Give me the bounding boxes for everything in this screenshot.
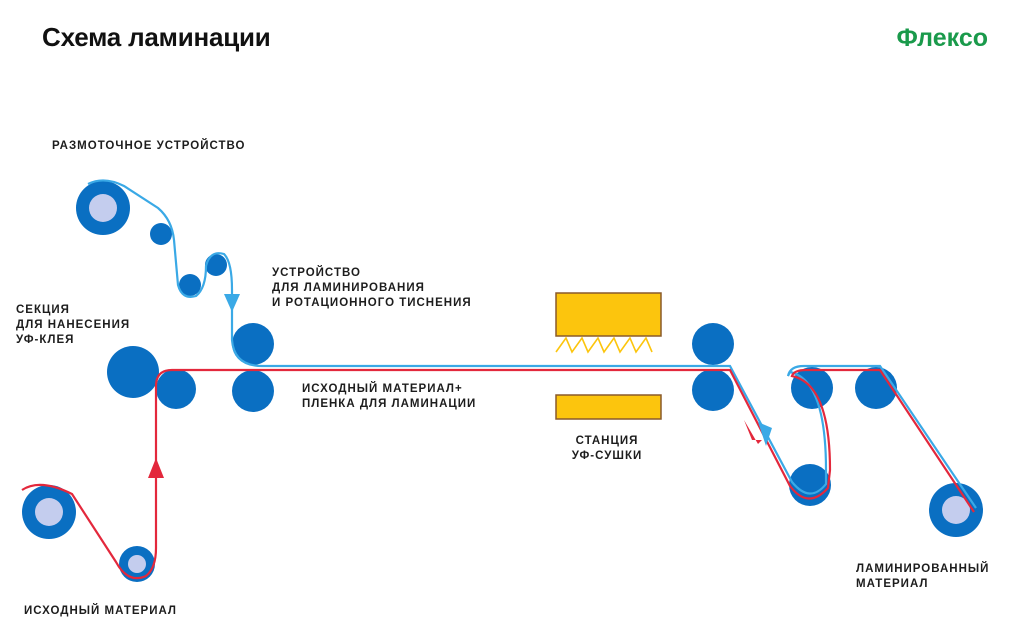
film-path — [87, 179, 977, 509]
rollers — [22, 181, 983, 582]
page-title: Схема ламинации — [42, 22, 271, 52]
glue-roller-large — [107, 346, 159, 398]
roller-cores — [35, 194, 970, 573]
guide-roller — [205, 254, 227, 276]
guide-roller — [150, 223, 172, 245]
glue-section-label: СЕКЦИЯ ДЛЯ НАНЕСЕНИЯ УФ-КЛЕЯ — [16, 304, 131, 346]
uv-station-label: СТАНЦИЯ УФ-СУШКИ — [571, 435, 643, 462]
arrow-icon — [148, 294, 772, 478]
material-path — [21, 368, 975, 580]
roller-right-bottom — [692, 369, 734, 411]
glue-roller-small — [156, 369, 196, 409]
uv-base — [555, 394, 662, 420]
uv-ray-icon — [555, 336, 653, 354]
roller-right-top — [692, 323, 734, 365]
brand-logo: Флексо — [896, 24, 988, 52]
laminated-material-label: ЛАМИНИРОВАННЫЙ МАТЕРИАЛ — [856, 563, 990, 590]
guide-roller — [179, 274, 201, 296]
laminating-roller-top — [232, 323, 274, 365]
laminating-roller-bottom — [232, 370, 274, 412]
laminator-label: УСТРОЙСТВО ДЛЯ ЛАМИНИРОВАНИЯ И РОТАЦИОНН… — [272, 267, 472, 309]
material-film-label: ИСХОДНЫЙ МАТЕРИАЛ+ ПЛЕНКА ДЛЯ ЛАМИНАЦИИ — [302, 383, 477, 410]
uv-lamp — [555, 292, 662, 337]
source-material-label: ИСХОДНЫЙ МАТЕРИАЛ — [24, 605, 177, 617]
unwinder-label: РАЗМОТОЧНОЕ УСТРОЙСТВО — [52, 140, 246, 152]
